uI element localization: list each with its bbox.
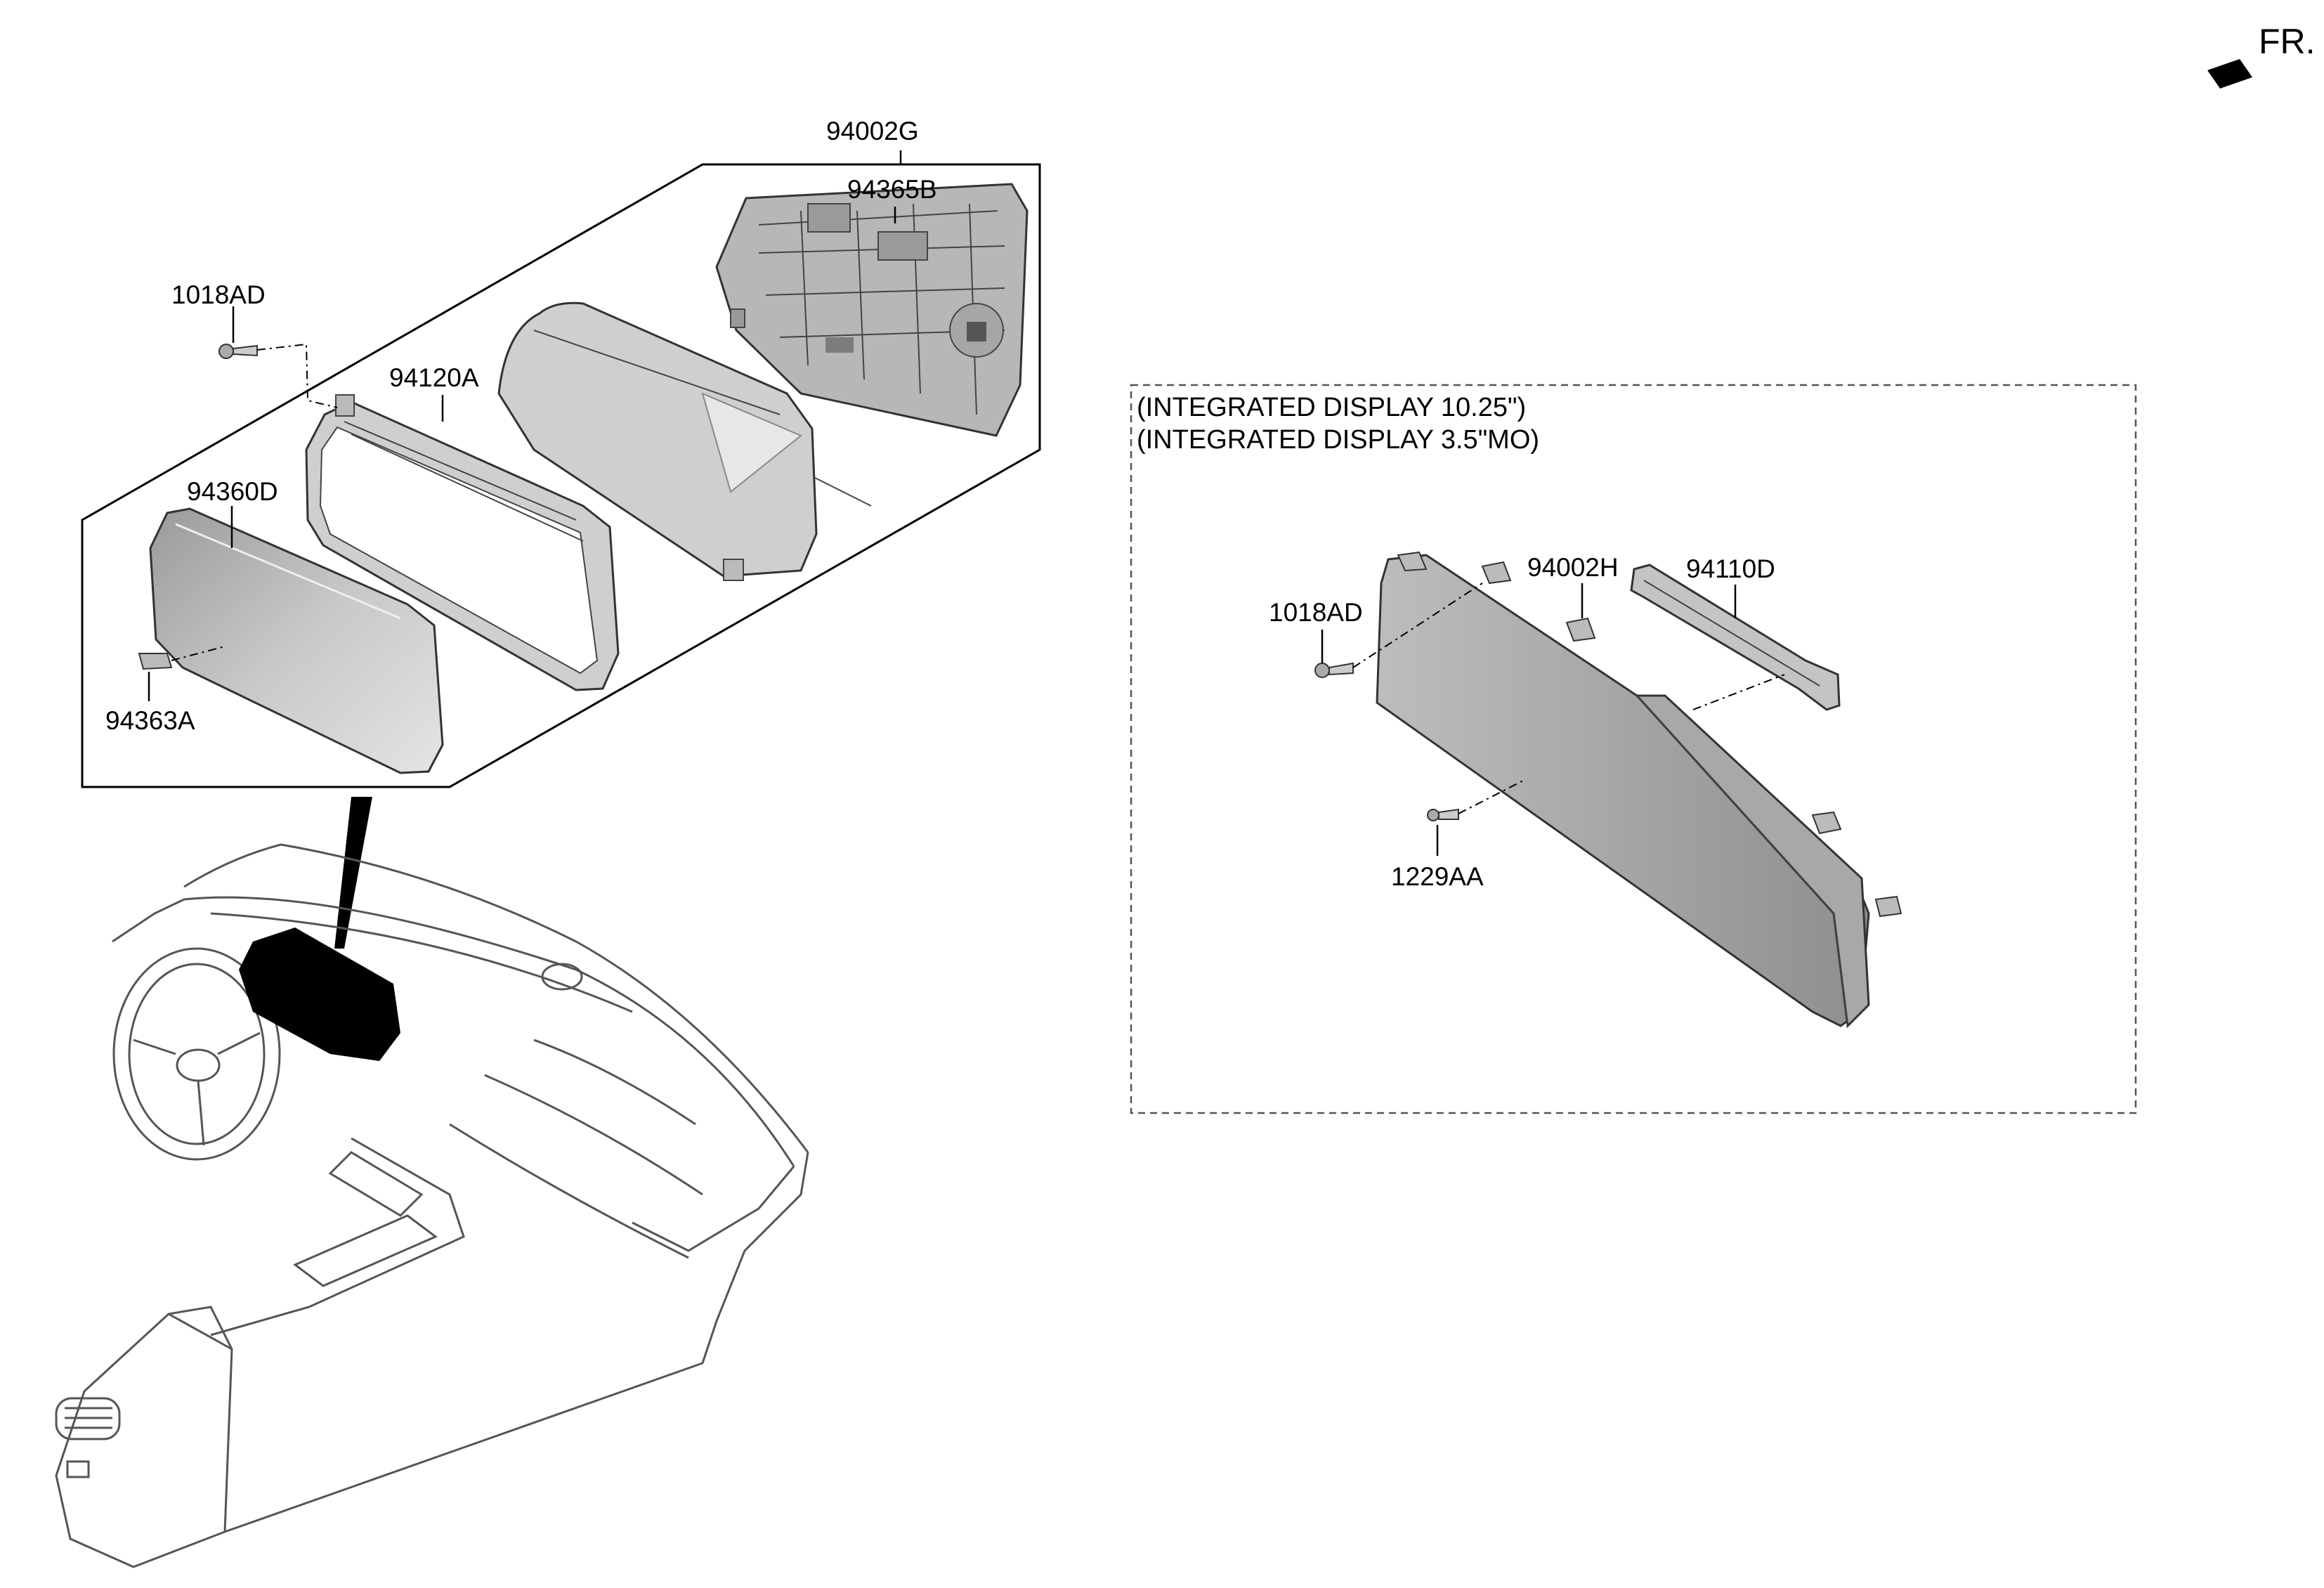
label-rear-case: 94365B <box>847 175 937 204</box>
tapping-screw-part <box>1427 779 1525 821</box>
integrated-display-group: (INTEGRATED DISPLAY 10.25") (INTEGRATED … <box>1130 384 2137 1114</box>
label-window: 94360D <box>187 477 278 506</box>
label-front-frame: 94120A <box>389 363 479 392</box>
fr-arrow-icon <box>2207 59 2252 89</box>
clip-part <box>138 646 226 670</box>
direction-marker: FR. <box>2207 22 2316 89</box>
display-module-part <box>497 301 872 581</box>
screw-part <box>218 343 338 408</box>
fr-label: FR. <box>2259 22 2316 61</box>
note-line-1: (INTEGRATED DISPLAY 10.25") <box>1137 393 1526 422</box>
integrated-display-frame <box>1130 384 2137 1114</box>
rear-case-part <box>715 183 1029 437</box>
label-bracket: 94110D <box>1686 554 1775 583</box>
dashboard-illustration <box>55 797 809 1568</box>
bracket-part <box>1630 564 1841 711</box>
label-tapping-screw: 1229AA <box>1391 862 1484 891</box>
label-display-assembly: 94002H <box>1527 553 1619 582</box>
cluster-frame <box>81 163 1041 788</box>
instrument-cluster-group: 94002G 94365B 1018AD 94120A 94360D 94363… <box>81 117 1041 788</box>
display-screw-part <box>1314 583 1483 678</box>
front-frame-part <box>305 394 620 691</box>
label-display-screw: 1018AD <box>1269 598 1363 627</box>
label-screw: 1018AD <box>171 280 266 309</box>
window-part <box>149 507 444 774</box>
integrated-display-part <box>1376 551 1902 1029</box>
note-line-2: (INTEGRATED DISPLAY 3.5"MO) <box>1137 425 1539 455</box>
label-assembly: 94002G <box>826 117 919 145</box>
label-clip: 94363A <box>105 706 195 735</box>
